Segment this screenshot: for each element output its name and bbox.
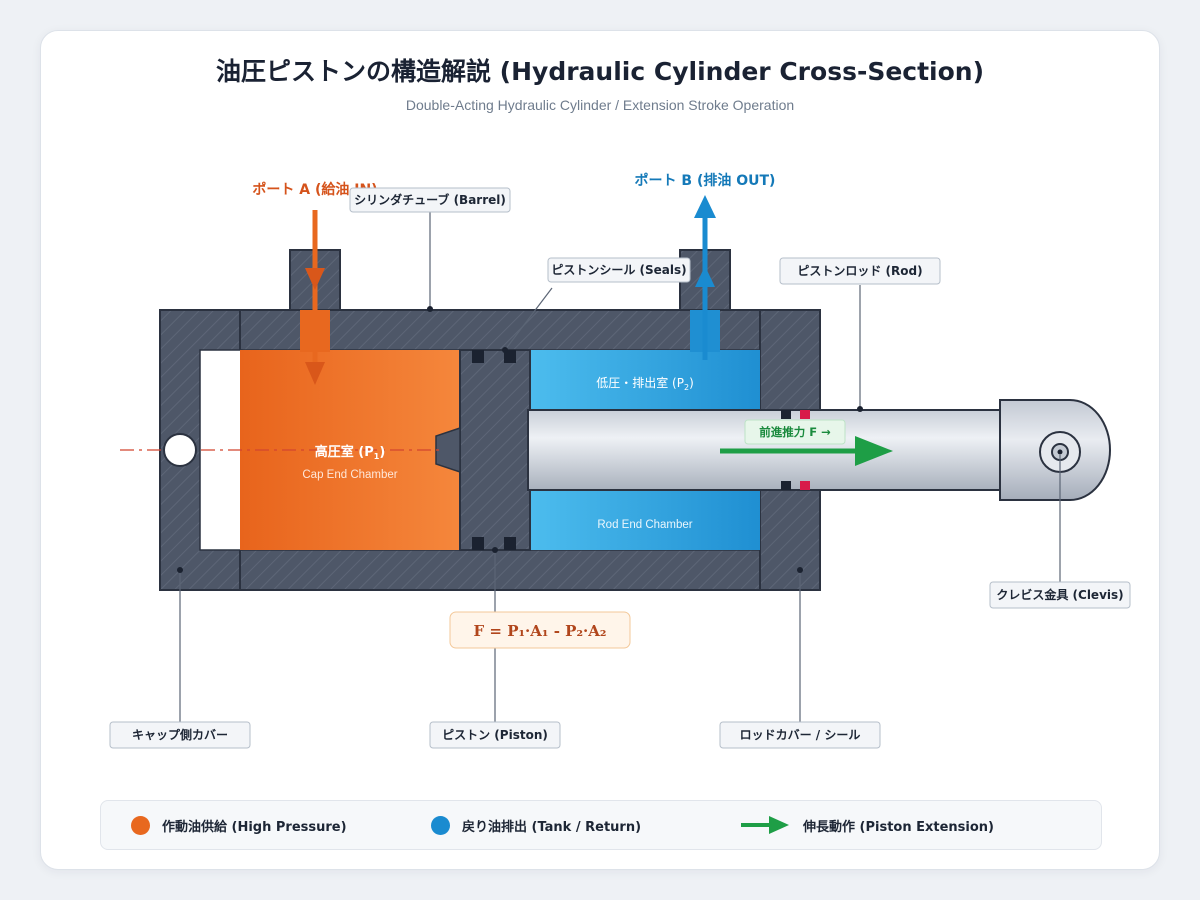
rod-wiper: [800, 410, 810, 419]
legend-supply-label: 作動油供給 (High Pressure): [162, 819, 347, 835]
svg-text:ピストンロッド (Rod): ピストンロッド (Rod): [797, 264, 922, 278]
rod-seal: [781, 481, 791, 490]
rod-chamber-sublabel: Rod End Chamber: [597, 519, 692, 531]
port-a-label: ポート A (給油 IN): [252, 181, 377, 198]
callout-rod: ピストンロッド (Rod): [779, 257, 941, 285]
seal: [472, 350, 484, 363]
seal: [504, 537, 516, 550]
legend-return-label: 戻り油排出 (Tank / Return): [462, 819, 642, 835]
green-arrow-icon: [741, 816, 789, 834]
callout-clevis: クレビス金具 (Clevis): [989, 581, 1131, 609]
legend-item-supply: 作動油供給 (High Pressure): [131, 801, 347, 849]
callout-piston: ピストン (Piston): [429, 721, 561, 749]
piston: [459, 349, 531, 551]
seal: [472, 537, 484, 550]
callout-seals: ピストンシール (Seals): [547, 257, 691, 283]
cap-chamber-label: 高圧室 (P1): [315, 444, 386, 461]
callout-rod-cover: ロッドカバー / シール: [719, 721, 881, 749]
force-formula: F = P₁·A₁ - P₂·A₂: [449, 611, 631, 649]
svg-text:キャップ側カバー: キャップ側カバー: [132, 727, 228, 742]
svg-text:ピストンシール (Seals): ピストンシール (Seals): [551, 263, 686, 277]
svg-text:ロッドカバー / シール: ロッドカバー / シール: [740, 728, 861, 742]
piston-cushion: [435, 426, 461, 474]
legend: 作動油供給 (High Pressure) 戻り油排出 (Tank / Retu…: [100, 800, 1102, 850]
seal: [504, 350, 516, 363]
svg-text:F = P₁·A₁ - P₂·A₂: F = P₁·A₁ - P₂·A₂: [474, 622, 607, 640]
callout-cap-cover: キャップ側カバー: [109, 721, 251, 749]
cap-mount-pin-icon: [163, 433, 197, 467]
legend-extension-label: 伸長動作 (Piston Extension): [803, 819, 994, 835]
rod-seal: [781, 410, 791, 419]
rod-chamber-label: 低圧・排出室 (P2): [596, 375, 694, 392]
cap-chamber-sublabel: Cap End Chamber: [302, 469, 397, 481]
svg-text:クレビス金具 (Clevis): クレビス金具 (Clevis): [996, 587, 1123, 602]
blue-dot-icon: [431, 815, 450, 835]
thrust-badge: [744, 419, 846, 445]
orange-dot-icon: [131, 815, 150, 835]
thrust-label: 前進推力 F →: [759, 425, 831, 439]
rod-wiper: [800, 481, 810, 490]
legend-item-return: 戻り油排出 (Tank / Return): [431, 801, 641, 849]
svg-text:ピストン (Piston): ピストン (Piston): [442, 728, 548, 742]
legend-item-extension: 伸長動作 (Piston Extension): [741, 801, 994, 849]
page-subtitle: Double-Acting Hydraulic Cylinder / Exten…: [405, 97, 795, 113]
port-b-label: ポート B (排油 OUT): [635, 172, 776, 189]
svg-text:シリンダチューブ (Barrel): シリンダチューブ (Barrel): [354, 192, 506, 207]
page-title: 油圧ピストンの構造解説 (Hydraulic Cylinder Cross-Se…: [215, 57, 985, 86]
rod-end-chamber-bottom: [528, 490, 760, 550]
rod-end-chamber-top: [528, 350, 760, 410]
callout-barrel: シリンダチューブ (Barrel): [349, 187, 511, 213]
